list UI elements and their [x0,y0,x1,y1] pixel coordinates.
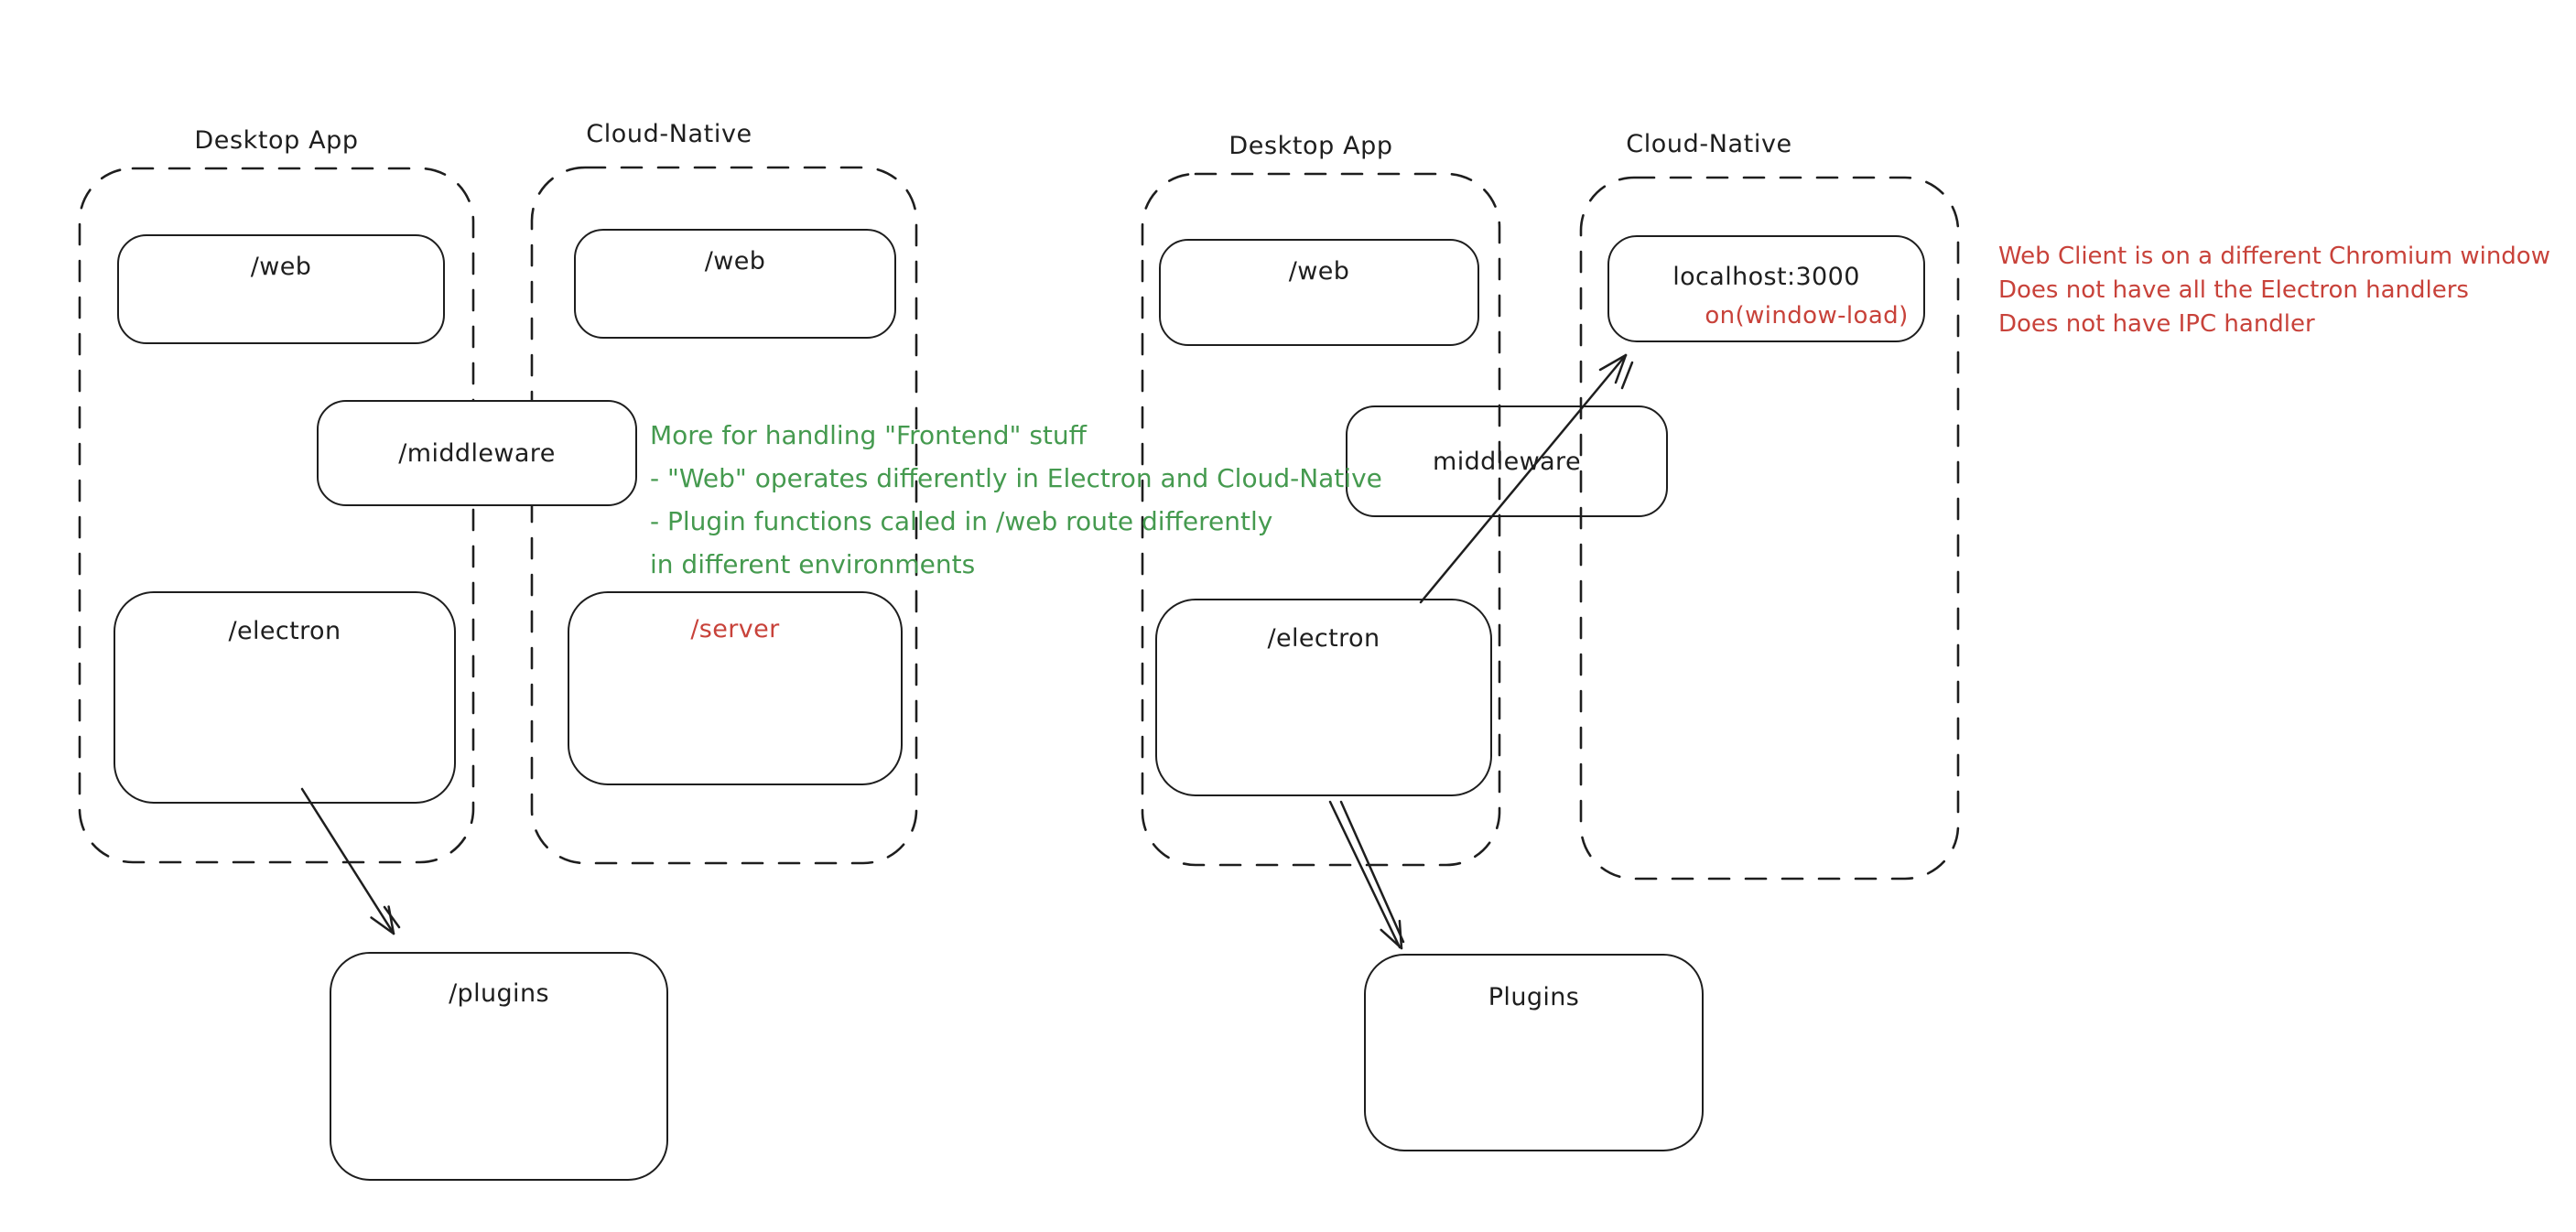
node-electron-left-label: /electron [228,617,341,645]
container-cloud-right [1579,176,1960,881]
arrow-electron-to-plugins-right [1328,800,1405,950]
container-cloud-left [530,166,918,865]
annotation-frontend-line-1: More for handling "Frontend" stuff [650,420,1087,450]
node-web-right-label: /web [1288,257,1350,286]
annotation-web-client-line-1: Web Client is on a different Chromium wi… [1998,243,2550,270]
container-desktop-right [1141,172,1501,867]
node-electron-left: /electron [114,591,456,804]
node-plugins-left: /plugins [330,952,668,1181]
annotation-frontend-line-2: - "Web" operates differently in Electron… [650,463,1382,493]
node-on-window-load-label: on(window-load) [1705,302,1909,330]
node-web-desktop-left-label: /web [250,253,312,281]
title-desktop-app-right: Desktop App [1228,132,1393,160]
node-plugins-right: Plugins [1364,954,1704,1151]
node-localhost-3000-label: localhost:3000 [1672,263,1860,291]
node-web-desktop-left: /web [117,234,445,344]
node-server-label: /server [690,615,780,643]
annotation-frontend-line-4: in different environments [650,549,976,579]
node-middleware-left-label: /middleware [398,438,556,468]
title-desktop-app-left: Desktop App [194,126,359,155]
node-electron-right: /electron [1155,599,1492,796]
node-middleware-right: middleware [1346,405,1668,517]
annotation-web-client-line-3: Does not have IPC handler [1998,310,2315,338]
container-desktop-left [78,167,475,864]
node-server: /server [568,591,903,785]
node-electron-right-label: /electron [1267,624,1380,653]
node-web-cloud-left-label: /web [704,247,766,276]
arrow-electron-to-localhost [1419,353,1634,604]
annotation-web-client-note: Web Client is on a different Chromium wi… [1998,240,2550,341]
node-web-cloud-left: /web [574,229,896,339]
node-localhost-3000: localhost:3000 on(window-load) [1607,235,1925,342]
node-middleware-left: /middleware [317,400,637,506]
title-cloud-native-right: Cloud-Native [1626,130,1792,158]
node-web-right: /web [1159,239,1479,346]
node-plugins-left-label: /plugins [449,979,549,1008]
arrow-electron-to-plugins-left [300,787,401,935]
annotation-frontend-note: More for handling "Frontend" stuff - "We… [650,414,1382,586]
annotation-web-client-line-2: Does not have all the Electron handlers [1998,276,2469,304]
title-cloud-native-left: Cloud-Native [586,120,752,148]
node-plugins-right-label: Plugins [1488,983,1580,1011]
node-middleware-right-label: middleware [1433,447,1581,476]
annotation-frontend-line-3: - Plugin functions called in /web route … [650,506,1273,536]
